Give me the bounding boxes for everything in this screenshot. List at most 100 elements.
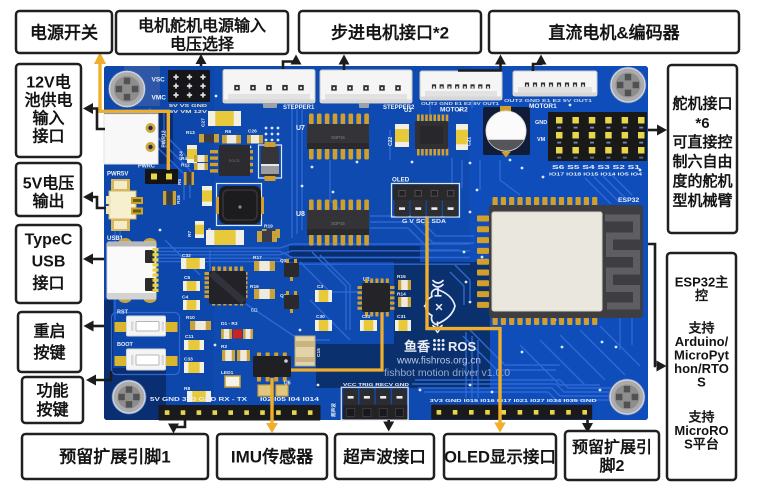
svg-text:S平台: S平台 <box>684 436 719 451</box>
svg-text:3V3 GND I015 I016 I017 I021 I0: 3V3 GND I015 I016 I017 I021 I027 I034 I0… <box>430 398 598 404</box>
svg-text:5V VM 12V: 5V VM 12V <box>169 109 209 114</box>
svg-text:SOP16: SOP16 <box>331 135 345 140</box>
svg-text:C24: C24 <box>179 151 185 160</box>
svg-text:输出: 输出 <box>32 191 64 210</box>
svg-text:RST: RST <box>117 310 129 316</box>
svg-text:C32: C32 <box>182 253 191 259</box>
svg-text:舵机接口: 舵机接口 <box>672 94 732 112</box>
svg-text:STEPPER1: STEPPER1 <box>283 105 315 111</box>
svg-text:R16: R16 <box>176 195 182 204</box>
svg-text:SOP16: SOP16 <box>331 221 345 226</box>
svg-text:OLED: OLED <box>392 177 410 184</box>
svg-text:MOTOR2: MOTOR2 <box>440 107 468 114</box>
svg-text:C30: C30 <box>316 314 325 320</box>
svg-text:预留扩展引: 预留扩展引 <box>572 437 652 456</box>
svg-text:OLED显示接口: OLED显示接口 <box>444 446 556 466</box>
svg-text:R7: R7 <box>187 231 193 237</box>
svg-text:C3: C3 <box>317 284 323 290</box>
svg-text:支持: 支持 <box>687 321 714 336</box>
svg-text:C26: C26 <box>248 129 257 135</box>
svg-text:Q1: Q1 <box>280 258 287 264</box>
svg-text:接口: 接口 <box>32 273 64 292</box>
svg-text:电源开关: 电源开关 <box>30 23 98 43</box>
svg-text:预留扩展引脚1: 预留扩展引脚1 <box>59 447 170 467</box>
svg-text:按键: 按键 <box>36 400 68 419</box>
svg-text:R6: R6 <box>225 129 231 135</box>
svg-text:步进电机接口*2: 步进电机接口*2 <box>331 23 449 43</box>
svg-text:S: S <box>697 374 706 389</box>
svg-text:OUT2 GND E1 E2 5V OUT1: OUT2 GND E1 E2 5V OUT1 <box>504 98 593 103</box>
svg-text:C21: C21 <box>467 137 473 146</box>
svg-text:BOOT: BOOT <box>117 342 134 348</box>
svg-text:鱼香: 鱼香 <box>404 339 431 354</box>
svg-text:R16: R16 <box>250 284 259 290</box>
svg-text:12V电: 12V电 <box>26 72 70 91</box>
svg-text:C27: C27 <box>201 118 207 127</box>
svg-text:按键: 按键 <box>33 343 65 362</box>
svg-text:R2: R2 <box>221 344 227 350</box>
svg-text:ROS: ROS <box>448 339 477 354</box>
svg-text:重启: 重启 <box>33 321 65 340</box>
svg-text:Arduino/: Arduino/ <box>675 334 729 349</box>
svg-text:Q2: Q2 <box>280 293 287 299</box>
svg-text:R5: R5 <box>177 179 183 185</box>
svg-text:C23: C23 <box>362 314 371 319</box>
svg-text:VMC: VMC <box>152 95 167 102</box>
svg-text:池供电: 池供电 <box>24 90 72 109</box>
svg-text:接口: 接口 <box>32 126 64 145</box>
svg-text:VM: VM <box>537 137 546 143</box>
svg-text:电压选择: 电压选择 <box>170 34 235 53</box>
svg-text:R10: R10 <box>186 315 195 321</box>
svg-text:5V电压: 5V电压 <box>23 173 75 192</box>
svg-text:OUT2 GND E1 E2 5V OUT1: OUT2 GND E1 E2 5V OUT1 <box>421 101 500 106</box>
svg-text:型机械臂: 型机械臂 <box>672 191 732 209</box>
svg-text:R17: R17 <box>253 255 262 261</box>
svg-text:ESP32: ESP32 <box>618 197 639 204</box>
svg-text:D1 - R3: D1 - R3 <box>221 321 238 327</box>
svg-text:MicroPyt: MicroPyt <box>674 347 730 362</box>
svg-text:USB: USB <box>32 253 66 270</box>
svg-text:制六自由: 制六自由 <box>672 153 732 171</box>
svg-text:可直接控: 可直接控 <box>672 133 732 151</box>
svg-text:PWR5V: PWR5V <box>107 172 128 178</box>
svg-text:控: 控 <box>695 288 708 303</box>
svg-text:电机舵机电源输入: 电机舵机电源输入 <box>138 16 266 35</box>
svg-text:5V GND 3V3 GND RX - TX: 5V GND 3V3 GND RX - TX <box>150 397 248 403</box>
svg-text:U6: U6 <box>284 381 291 387</box>
svg-text:hon/RTO: hon/RTO <box>674 361 729 376</box>
svg-text:TypeC: TypeC <box>25 231 73 248</box>
svg-text:C33: C33 <box>184 357 193 363</box>
svg-text:C22: C22 <box>388 137 394 146</box>
svg-text:C11: C11 <box>185 334 194 340</box>
svg-text:功能: 功能 <box>36 381 68 400</box>
svg-text:U7: U7 <box>296 125 305 132</box>
svg-text:输入: 输入 <box>32 108 64 127</box>
svg-text:U3: U3 <box>404 108 412 114</box>
svg-text:U8: U8 <box>296 211 305 218</box>
svg-text:C5: C5 <box>184 275 190 281</box>
svg-text:I02 I05 I04 I014: I02 I05 I04 I014 <box>260 397 319 403</box>
svg-text:STEPPER2: STEPPER2 <box>383 105 415 111</box>
svg-text:G V SCL SDA: G V SCL SDA <box>402 219 446 225</box>
svg-text:IMU传感器: IMU传感器 <box>231 447 314 467</box>
svg-text:C15: C15 <box>316 348 322 357</box>
svg-text:VCC TRIG RECV GND: VCC TRIG RECV GND <box>343 382 410 388</box>
svg-text:SOC5: SOC5 <box>229 158 241 163</box>
svg-text:C4: C4 <box>182 295 188 301</box>
svg-text:支持: 支持 <box>687 410 714 425</box>
svg-text:MicroRO: MicroRO <box>674 423 728 438</box>
svg-text:S6 S5 S4 S3 S2: S6 S5 S4 S3 S2 S1 <box>552 165 640 171</box>
svg-text:R4: R4 <box>181 156 187 162</box>
svg-text:fishbot motion driver v1.0.0: fishbot motion driver v1.0.0 <box>384 367 510 379</box>
svg-text:C31: C31 <box>397 314 406 320</box>
svg-text:R19: R19 <box>264 224 273 230</box>
svg-text:VSC: VSC <box>152 77 166 84</box>
svg-text:IO17 IO18 IO15 IO14 IO5 IO4: IO17 IO18 IO15 IO14 IO5 IO4 <box>549 172 643 177</box>
svg-text:直流电机&编码器: 直流电机&编码器 <box>548 23 680 43</box>
svg-text:USB1: USB1 <box>107 236 124 242</box>
svg-text:LED1: LED1 <box>221 370 234 376</box>
svg-text:PWRC: PWRC <box>138 164 155 170</box>
svg-text:R8: R8 <box>184 386 190 392</box>
svg-text:ESP32主: ESP32主 <box>675 275 728 290</box>
svg-text:MOTOR1: MOTOR1 <box>529 103 557 110</box>
